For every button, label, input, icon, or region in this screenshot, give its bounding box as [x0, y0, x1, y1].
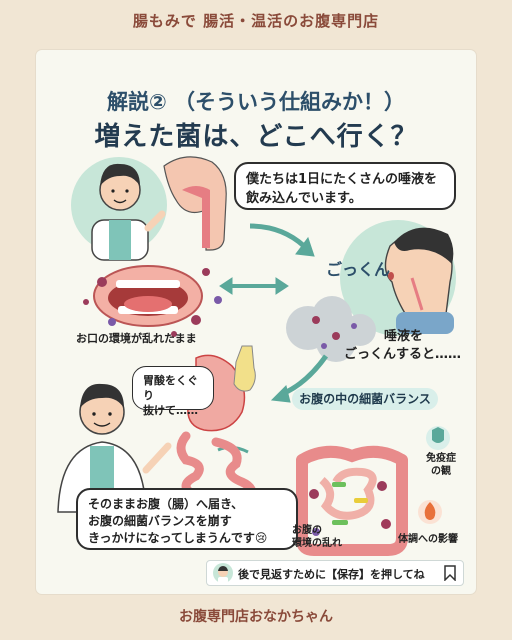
- immune-label-line-2: の観: [431, 466, 451, 477]
- saliva-cloud-icon: [286, 296, 376, 362]
- bubble-bottom-line-1: そのままお腹（腸）へ届き、: [88, 497, 244, 511]
- illustration: [57, 156, 456, 556]
- gokkun-label: ごっくん: [326, 260, 391, 279]
- body-label: 体調への影響: [398, 534, 458, 545]
- doctor-avatar: [213, 563, 233, 583]
- throat-icon: [163, 156, 227, 251]
- mouth-icon: [93, 265, 203, 327]
- swallow-label: 唾液を ごっくんすると……: [344, 328, 478, 364]
- gut-env-label: お腹の 環境の乱れ: [292, 524, 342, 550]
- bubble-stomach-line-2: 抜けて……: [143, 404, 198, 417]
- bubble-bottom-line-3: きっかけになってしまうんです😢: [88, 531, 268, 545]
- speech-bubble-bottom: そのままお腹（腸）へ届き、 お腹の細菌バランスを崩す きっかけになってしまうんで…: [76, 488, 298, 550]
- title-line-1: 解説② （そういう仕組みか！）: [106, 90, 406, 114]
- mouth-label: お口の環境が乱れたまま: [76, 332, 197, 345]
- speech-bubble-stomach: 胃酸をくぐり 抜けて……: [132, 366, 214, 417]
- shield-icon: [426, 426, 450, 450]
- gut-env-label-line-1: お腹の: [292, 525, 322, 536]
- bubble-bottom-line-2: お腹の細菌バランスを崩す: [88, 514, 232, 528]
- immune-label-line-1: 免疫症: [426, 453, 456, 464]
- bookmark-icon[interactable]: [444, 565, 456, 581]
- man-gulp-icon: [384, 227, 454, 334]
- gut-env-label-line-2: 環境の乱れ: [292, 538, 342, 549]
- doctor-top-icon: [91, 163, 166, 261]
- title-line-2: 増えた菌は、どこへ行く？: [94, 122, 418, 152]
- save-bar: [206, 560, 464, 586]
- immune-label: 免疫症 の観: [426, 452, 456, 478]
- bubble-top-line-2: 飲み込んでいます。: [246, 191, 362, 206]
- flame-icon: [418, 500, 442, 524]
- swallow-label-line-2: ごっくんすると……: [344, 347, 462, 362]
- header-title: 腸もみで 腸活・温活のお腹専門店: [132, 12, 380, 30]
- gut-balance-icon: [296, 445, 408, 556]
- save-bar-text: 後で見返すために【保存】を押してね: [238, 568, 425, 581]
- bacteria-icon: [83, 268, 222, 337]
- swallow-label-line-1: 唾液を: [384, 329, 424, 344]
- bubble-stomach-line-1: 胃酸をくぐり: [143, 374, 198, 402]
- footer-text: お腹専門店おなかちゃん: [179, 609, 333, 625]
- bubble-top-line-1: 僕たちは1日にたくさんの唾液を: [246, 172, 438, 187]
- speech-bubble-top: 僕たちは1日にたくさんの唾液を 飲み込んでいます。: [234, 162, 456, 210]
- section-label: お腹の中の細菌バランス: [292, 388, 438, 410]
